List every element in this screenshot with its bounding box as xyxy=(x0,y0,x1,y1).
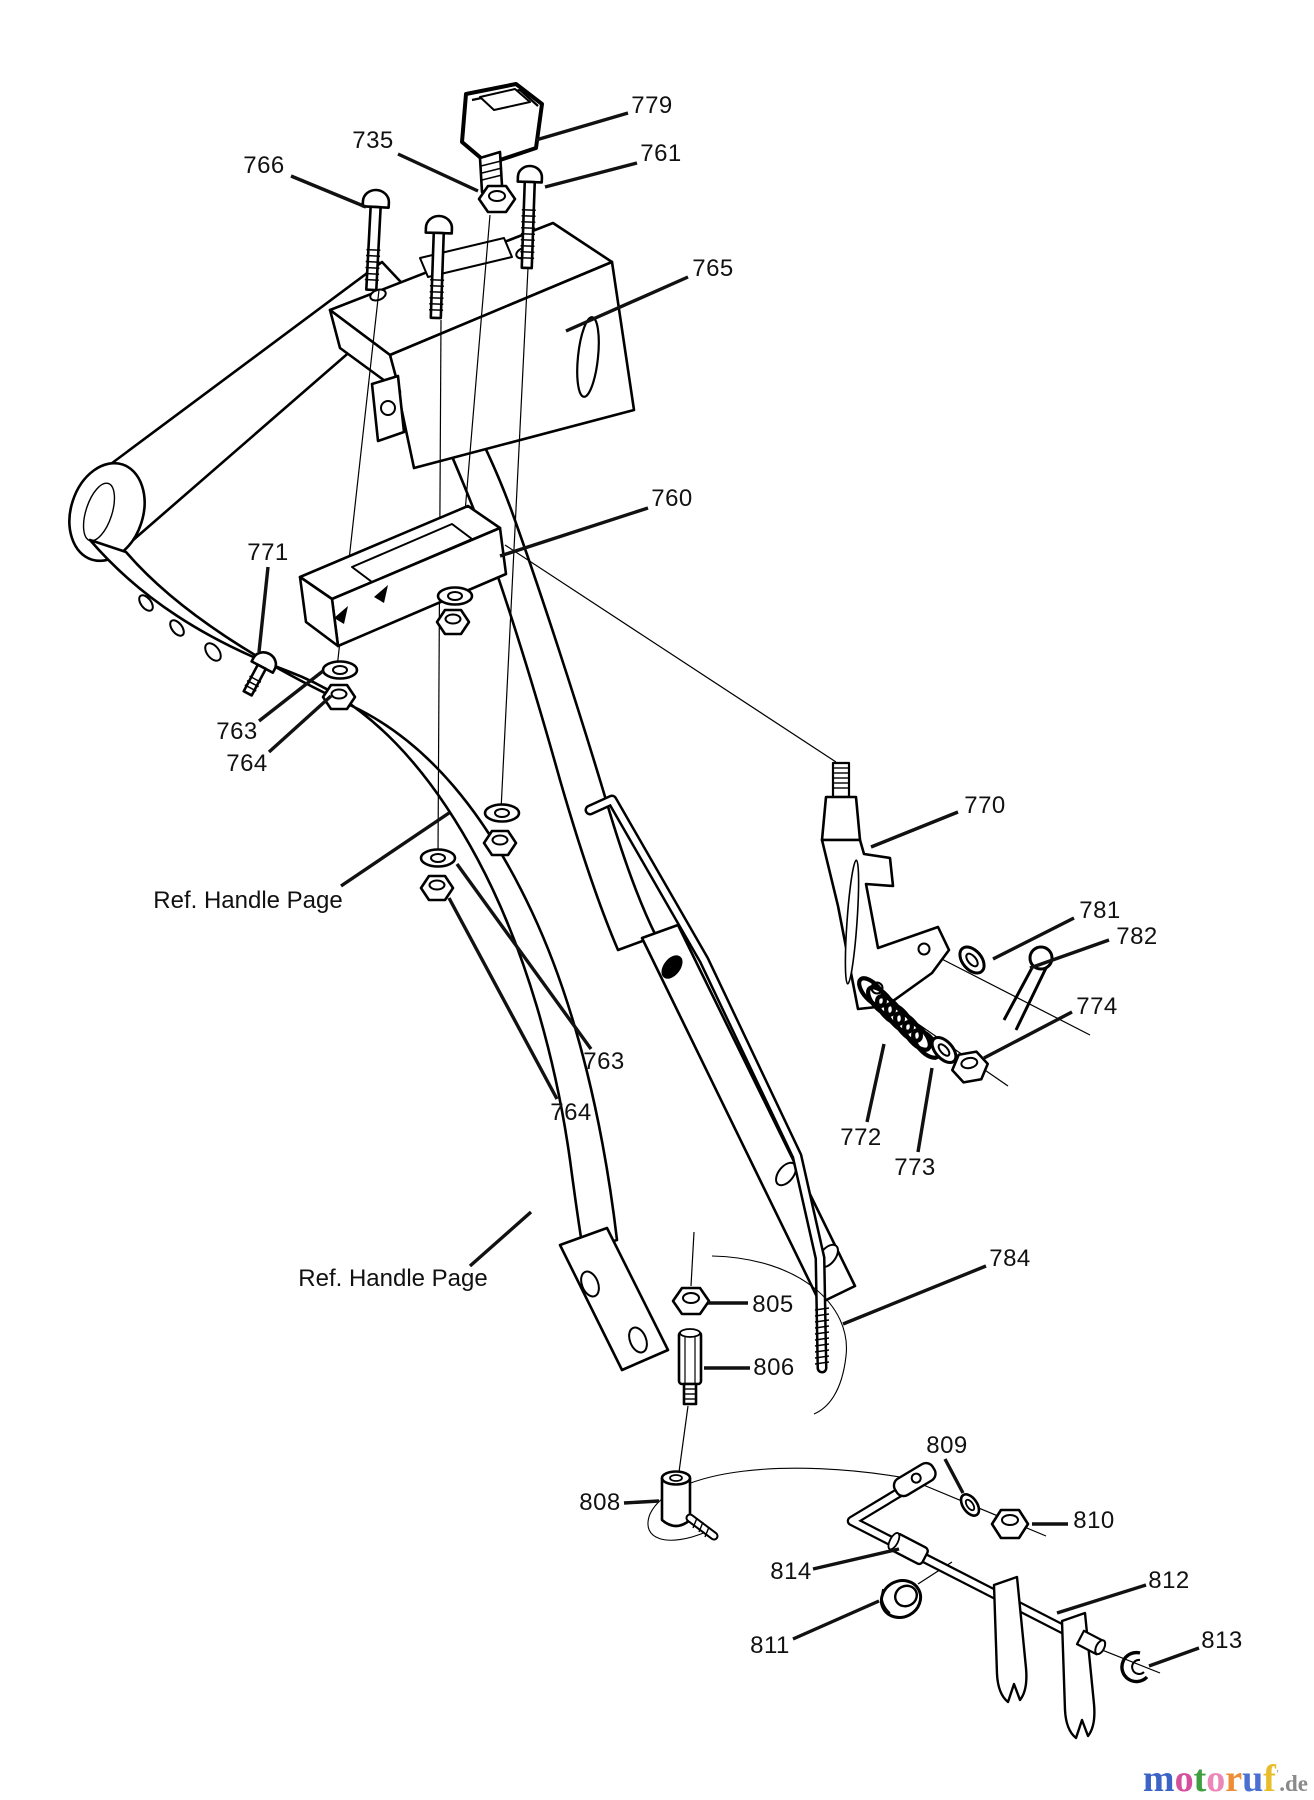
motoruf-logo-letters: motoruf xyxy=(1143,1758,1276,1800)
selector-rod-812 xyxy=(846,1461,1107,1740)
nut-764-c xyxy=(419,874,455,902)
washer-809 xyxy=(959,1493,981,1517)
part-number-label: 774 xyxy=(1076,993,1118,1020)
shift-lever-770 xyxy=(820,761,951,1011)
part-number-label: 763 xyxy=(583,1048,625,1075)
logo-domain-suffix: .de xyxy=(1279,1771,1308,1796)
part-number-label: 806 xyxy=(753,1354,795,1381)
part-number-label: 779 xyxy=(631,92,673,119)
flange-bushing-811 xyxy=(879,1579,923,1619)
part-number-label: 808 xyxy=(579,1489,621,1516)
washer-nut-pairs xyxy=(321,586,521,902)
nut-805 xyxy=(671,1286,711,1316)
handle-brace xyxy=(640,923,857,1305)
logo-letter: o xyxy=(1174,1758,1194,1800)
logo-mark: ' xyxy=(1275,1766,1280,1781)
washer-763-c xyxy=(419,848,457,868)
handle-end-plate xyxy=(558,1226,670,1372)
part-number-label: 764 xyxy=(550,1099,592,1126)
logo-letter: o xyxy=(1206,1758,1226,1800)
nut-764-b xyxy=(321,683,357,711)
washer-781 xyxy=(958,945,986,975)
part-number-label: 763 xyxy=(216,718,258,745)
shift-rod xyxy=(584,794,830,1374)
nut-764-a xyxy=(435,608,471,636)
carriage-bolt-middle xyxy=(424,214,454,320)
part-number-label: 781 xyxy=(1079,897,1121,924)
motoruf-logo[interactable]: motoruf'.de xyxy=(1143,1760,1308,1798)
carriage-bolt-766 xyxy=(361,188,391,292)
part-number-label: 735 xyxy=(352,127,394,154)
reference-note: Ref. Handle Page xyxy=(153,887,343,914)
washer-763-a xyxy=(436,586,474,606)
part-number-label: 772 xyxy=(840,1124,882,1151)
part-number-label: 782 xyxy=(1116,923,1158,950)
leader-lines xyxy=(257,111,1200,1668)
part-number-label: 809 xyxy=(926,1432,968,1459)
logo-letter: f xyxy=(1263,1758,1276,1800)
part-number-label: 765 xyxy=(692,255,734,282)
shift-knob-779 xyxy=(460,82,544,194)
part-number-label: 761 xyxy=(640,140,682,167)
part-number-label: 811 xyxy=(750,1632,790,1659)
part-number-label: 784 xyxy=(989,1245,1031,1272)
e-clip-813 xyxy=(1120,1650,1149,1684)
part-number-label: 760 xyxy=(651,485,693,512)
logo-letter: t xyxy=(1193,1758,1207,1800)
logo-letter: r xyxy=(1225,1758,1243,1800)
part-number-label: 805 xyxy=(752,1291,794,1318)
part-number-label: 814 xyxy=(770,1558,812,1585)
part-number-label: 813 xyxy=(1201,1627,1243,1654)
part-number-label: 764 xyxy=(226,750,268,777)
washer-773 xyxy=(930,1035,958,1065)
part-number-label: 810 xyxy=(1073,1507,1115,1534)
nut-810 xyxy=(990,1508,1030,1540)
carriage-bolt-771 xyxy=(242,651,278,697)
handle-frame-upper xyxy=(68,260,619,1252)
reference-note: Ref. Handle Page xyxy=(298,1265,488,1292)
nut-764-d xyxy=(482,829,518,857)
nut-774 xyxy=(950,1050,990,1084)
cotter-pin-782 xyxy=(1002,945,1054,1031)
spacer-806 xyxy=(677,1328,703,1406)
part-number-label: 812 xyxy=(1148,1567,1190,1594)
bushing-814 xyxy=(887,1532,929,1566)
washer-763-b xyxy=(321,660,359,680)
part-number-label: 766 xyxy=(243,152,285,179)
shift-panel-bracket xyxy=(328,221,636,470)
logo-letter: m xyxy=(1142,1758,1175,1800)
washer-763-d xyxy=(483,803,521,823)
part-number-label: 770 xyxy=(964,792,1006,819)
fork-plate xyxy=(992,1575,1096,1740)
logo-letter: u xyxy=(1242,1758,1264,1800)
part-number-label: 771 xyxy=(247,539,289,566)
support-bracket xyxy=(298,504,508,648)
part-number-label: 773 xyxy=(894,1154,936,1181)
nut-735 xyxy=(477,184,517,214)
bolt-761 xyxy=(516,164,544,270)
trunnion-808 xyxy=(660,1470,719,1541)
